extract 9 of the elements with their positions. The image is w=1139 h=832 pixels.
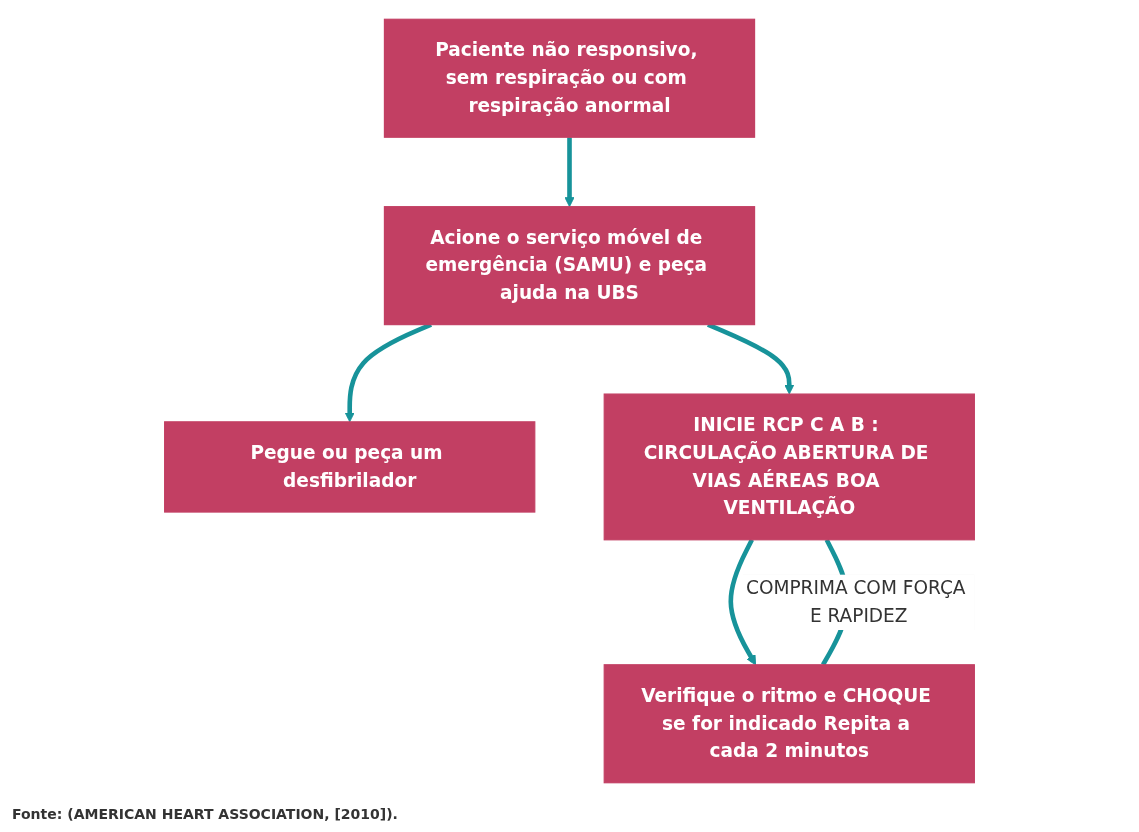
edge-label: COMPRIMA COM FORÇA E RAPIDEZ — [745, 576, 966, 627]
source-caption: Fonte: (AMERICAN HEART ASSOCIATION, [2010]). — [11, 805, 399, 824]
node-box: Pegue ou peça um desfibrilador — [164, 421, 536, 513]
node-box: INICIE RCP C A B : CIRCULAÇÃO ABERTURA DE VIAS AÉREAS BOA VENTILAÇÃO — [603, 393, 975, 541]
node-box: Acione o serviço móvel de emergência (SAMU) e peça ajuda na UBS — [383, 206, 756, 326]
node-box: Verifique o ritmo e CHOQUE se for indicado Repita a cada 2 minutos — [603, 664, 975, 784]
arrow — [728, 538, 757, 666]
node-box: Paciente não responsivo, sem respiração ou com respiração anormal — [383, 18, 756, 138]
arrow — [564, 137, 575, 208]
